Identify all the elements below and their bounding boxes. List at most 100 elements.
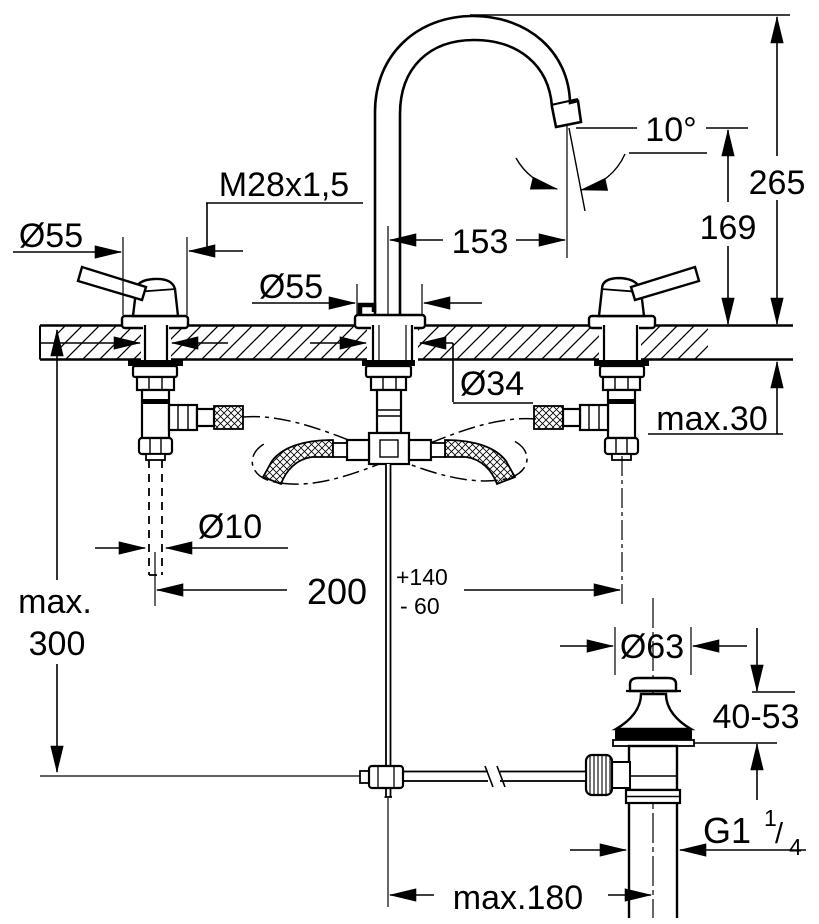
right-hex-facets	[614, 377, 629, 390]
ext-55C	[356, 284, 423, 314]
label-rod-reach-max: max.180	[453, 879, 583, 917]
angle-arc-right	[579, 153, 626, 191]
center-hex-facets	[382, 377, 397, 390]
dim-34-leader	[452, 343, 533, 404]
label-centers-tol-minus: - 60	[400, 593, 440, 619]
left-shank-fill	[143, 326, 169, 359]
center-left-fitting-step	[332, 442, 348, 458]
rod-break-marks	[484, 765, 506, 788]
rod-dashed-outline	[148, 460, 163, 575]
ext-55L	[122, 237, 188, 315]
label-spout-angle: 10°	[645, 111, 696, 149]
spout-body	[373, 14, 583, 318]
center-hex-nut	[369, 375, 408, 392]
right-outlet-facets	[588, 405, 600, 430]
right-shank-walls	[602, 325, 639, 360]
center-flange-band	[362, 360, 415, 366]
dimension-labels: M28x1,5 Ø55 Ø55 10° 265 169 153 Ø34 max.…	[18, 111, 805, 917]
left-outlet-nut	[167, 403, 199, 432]
left-valve-body	[140, 388, 171, 440]
right-outlet-step	[561, 407, 582, 428]
label-waste-thread-sup: 1	[764, 805, 777, 831]
label-rod-dia: Ø10	[198, 508, 262, 546]
label-waste-thread-slash: /	[775, 818, 784, 850]
right-backnut	[598, 364, 646, 379]
label-depth-max-value: 300	[29, 625, 86, 663]
drain-gasket	[615, 729, 692, 740]
rod-clamp	[367, 764, 405, 790]
label-centers-distance: 200	[307, 571, 367, 612]
popup-waste-drain	[584, 598, 696, 918]
left-hex-nut	[135, 375, 176, 392]
left-hex-facets	[148, 377, 163, 390]
left-shank-walls	[143, 325, 169, 360]
center-shank-walls	[371, 325, 414, 360]
dim-m28-leader	[206, 202, 363, 251]
hose-loop-curve	[242, 415, 528, 482]
right-valve-body	[606, 388, 637, 440]
clamp-detail-lines	[377, 766, 395, 788]
left-outlet-step	[195, 407, 216, 428]
drain-knob-stem	[611, 761, 631, 789]
right-handle	[587, 265, 701, 330]
right-bottom-facets	[615, 438, 628, 454]
center-shank-inner	[378, 325, 407, 360]
left-handle-lever	[76, 265, 148, 302]
drain-neck	[611, 692, 696, 731]
drain-plug-dome	[628, 676, 678, 693]
left-bottom-hex	[137, 436, 174, 456]
spout	[353, 14, 583, 330]
center-tube	[375, 388, 403, 435]
drain-knurled-knob	[584, 753, 614, 797]
pull-rod-tip	[384, 788, 392, 798]
right-handle-lever	[629, 265, 701, 302]
linkage-rod	[40, 764, 587, 798]
label-handle-base-dia: Ø55	[19, 217, 83, 255]
dimension-lines	[13, 14, 806, 907]
center-right-fitting-step	[430, 442, 446, 458]
label-spout-base-dia: Ø55	[259, 268, 323, 306]
aerator-joint-line	[550, 98, 579, 106]
left-bottom-tip	[145, 453, 166, 461]
angle-arc-left	[515, 157, 559, 190]
label-waste-thread-main: G1	[703, 810, 751, 851]
center-shank-fill	[371, 326, 414, 359]
left-flange-band	[128, 360, 183, 366]
label-hole-dia: Ø34	[460, 365, 524, 403]
label-deck-max-thickness: max.30	[656, 400, 768, 438]
deck-hatch-segment	[641, 326, 708, 359]
label-waste-flange-dia: Ø63	[620, 628, 684, 666]
pull-rod-fill	[385, 464, 391, 766]
drain-body	[627, 744, 679, 792]
right-valve-band	[608, 399, 635, 404]
label-height-total: 265	[749, 164, 806, 202]
label-waste-thread-sub: 4	[789, 834, 802, 860]
left-hose-stub	[213, 405, 244, 430]
left-bottom-facets	[149, 438, 162, 454]
ext-63	[614, 627, 692, 675]
label-depth-max-word: max.	[18, 583, 92, 621]
left-valve	[128, 325, 244, 576]
center-valve	[261, 325, 517, 766]
label-centers-tol-plus: +140	[396, 564, 448, 590]
hose-routing-loop	[242, 415, 537, 485]
right-outlet-nut	[578, 403, 610, 432]
label-thread-spout: M28x1,5	[219, 166, 349, 204]
left-valve-band	[142, 399, 169, 404]
center-right-hose	[444, 439, 517, 486]
right-hex-nut	[601, 375, 642, 392]
left-handle	[76, 265, 190, 330]
center-right-fitting	[407, 438, 433, 462]
center-left-hose	[261, 439, 334, 486]
center-backnut	[364, 364, 413, 379]
center-tube-bands	[377, 409, 401, 417]
label-height-outlet: 169	[700, 209, 757, 247]
center-left-fitting	[345, 438, 371, 462]
right-hose-stub	[533, 405, 564, 430]
right-flange-band	[594, 360, 649, 366]
left-outlet-facets	[177, 405, 189, 430]
hose-loop-curve	[251, 417, 537, 485]
center-tee-port	[379, 439, 399, 458]
pull-rod	[385, 464, 392, 766]
